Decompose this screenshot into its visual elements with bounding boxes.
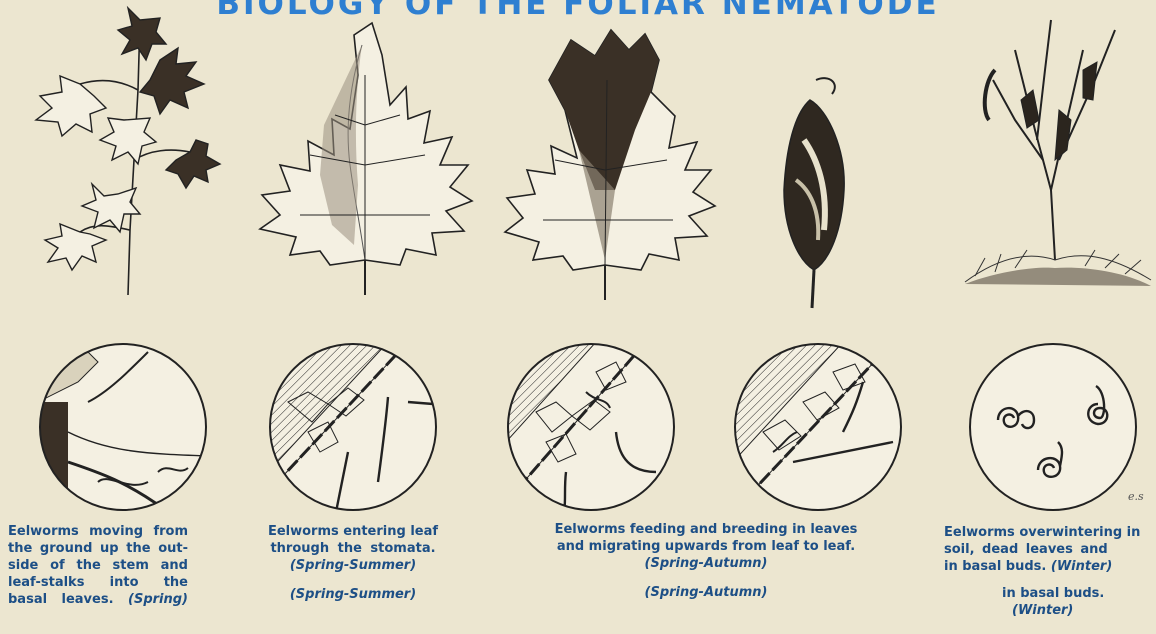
closeup-leaf-tissue-section — [506, 342, 676, 512]
caption-line: through the stomata. — [262, 540, 444, 557]
caption-line: soil, dead leaves and — [944, 541, 1156, 558]
caption-season: (Winter) — [1051, 559, 1112, 574]
caption-season: (Spring-Summer) — [262, 557, 444, 574]
caption-stage-3: Eelworms feeding and breeding in leaves … — [520, 521, 892, 601]
caption-line: Eelworms entering leaf — [262, 523, 444, 540]
caption-line: Eelworms overwintering in — [944, 524, 1156, 541]
caption-line: side of the stem and — [8, 557, 188, 574]
caption-stage-2: Eelworms entering leaf through the stoma… — [262, 523, 444, 603]
caption-season-repeat: (Spring-Summer) — [262, 586, 444, 603]
closeup-stem-base — [38, 342, 208, 512]
caption-line: in basal buds. — [944, 559, 1046, 574]
closeup-leaf-tissue-section-2 — [733, 342, 903, 512]
caption-line: and migrating upwards from leaf to leaf. — [520, 538, 892, 555]
caption-line: basal leaves. — [8, 592, 114, 607]
caption-line: the ground up the out- — [8, 540, 188, 557]
caption-stage-1: Eelworms moving from the ground up the o… — [8, 523, 188, 608]
caption-season-repeat: (Winter) — [944, 602, 1156, 619]
closeup-coiled-eelworms — [968, 342, 1138, 512]
plant-infested-leaf — [495, 20, 725, 310]
caption-season-repeat: (Spring-Autumn) — [520, 584, 892, 601]
plant-healthy-leaf — [250, 15, 480, 305]
caption-season: (Spring-Autumn) — [520, 555, 892, 572]
caption-line-repeat: in basal buds. — [944, 585, 1156, 602]
caption-season: (Spring) — [128, 592, 188, 607]
plant-bare-stem-with-dead-leaves — [955, 10, 1155, 295]
caption-line: Eelworms moving from — [8, 523, 188, 540]
caption-stage-5: Eelworms overwintering in soil, dead lea… — [944, 524, 1156, 619]
plant-stem-with-leaves — [0, 0, 230, 300]
caption-line: Eelworms feeding and breeding in leaves — [520, 521, 892, 538]
caption-line: leaf-stalks into the — [8, 574, 188, 591]
artist-signature: e.s — [1128, 490, 1144, 503]
plant-shrivelled-leaf — [770, 70, 860, 310]
closeup-stomata-section — [268, 342, 438, 512]
